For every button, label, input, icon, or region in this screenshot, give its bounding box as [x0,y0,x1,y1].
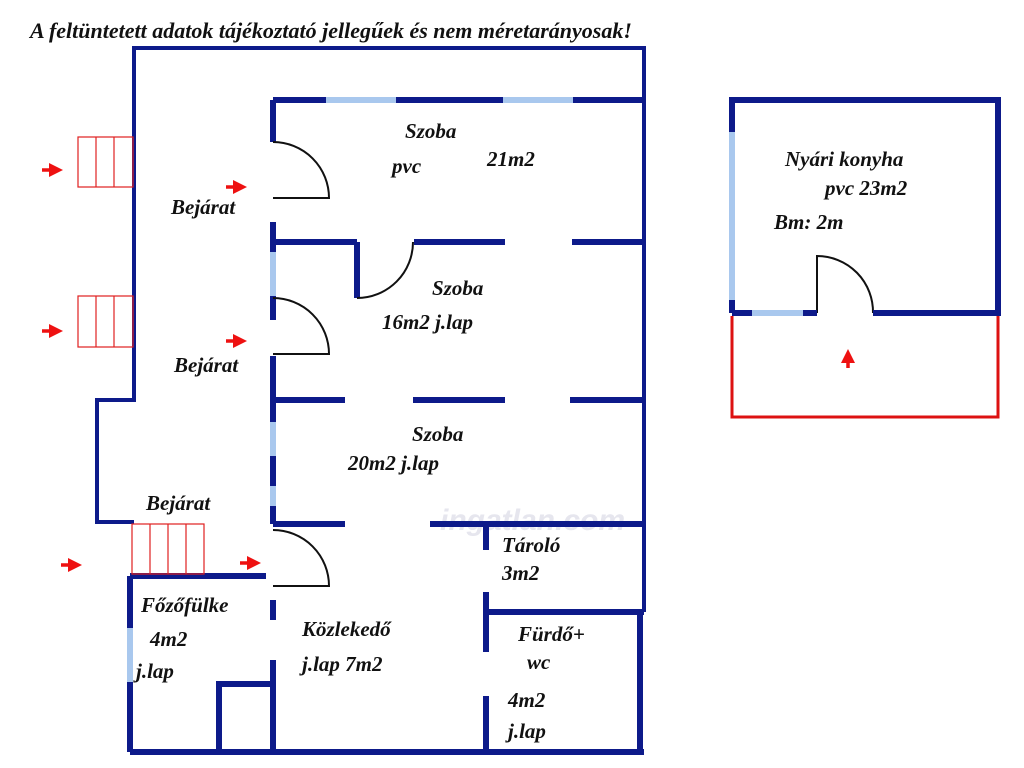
room-kozlekedo-detail: j.lap 7m2 [299,652,383,676]
windows [127,97,803,682]
room-furdo-sub: wc [527,650,551,674]
room-fozofulke-name: Főzőfülke [140,593,229,617]
room-furdo-area: 4m2 [507,688,546,712]
room-labels: Szoba pvc 21m2 Szoba 16m2 j.lap Szoba 20… [133,119,908,743]
room-szoba1-name: Szoba [405,119,456,143]
watermark: ingatlan.com [440,504,625,537]
room-szoba1-area: 21m2 [486,147,535,171]
room-tarolo-name: Tároló [502,533,560,557]
disclaimer-text: A feltüntetett adatok tájékoztató jelleg… [28,18,632,43]
summer-kitchen-walls [729,97,1001,316]
room-fozofulke-floor: j.lap [133,659,174,683]
entrance-label-2: Bejárat [173,353,239,377]
room-furdo-floor: j.lap [505,719,546,743]
stairs [77,136,205,575]
room-kozlekedo-name: Közlekedő [301,617,392,641]
room-fozofulke-area: 4m2 [149,627,188,651]
room-furdo-name: Fürdő+ [517,622,585,646]
room-szoba3-detail: 20m2 j.lap [347,451,439,475]
entrance-label-1: Bejárat [170,195,236,219]
doors [272,141,875,587]
room-tarolo-area: 3m2 [501,561,540,585]
room-szoba3-name: Szoba [412,422,463,446]
room-szoba1-floor: pvc [390,154,422,178]
room-szoba2-name: Szoba [432,276,483,300]
entrance-label-3: Bejárat [145,491,211,515]
room-nyari-name: Nyári konyha [784,147,903,171]
room-nyari-height: Bm: 2m [773,210,843,234]
main-walls [127,97,644,755]
room-nyari-detail: pvc 23m2 [823,176,908,200]
summer-kitchen-terrace [730,316,1000,419]
room-szoba2-detail: 16m2 j.lap [382,310,473,334]
entrance-arrows [42,163,855,572]
